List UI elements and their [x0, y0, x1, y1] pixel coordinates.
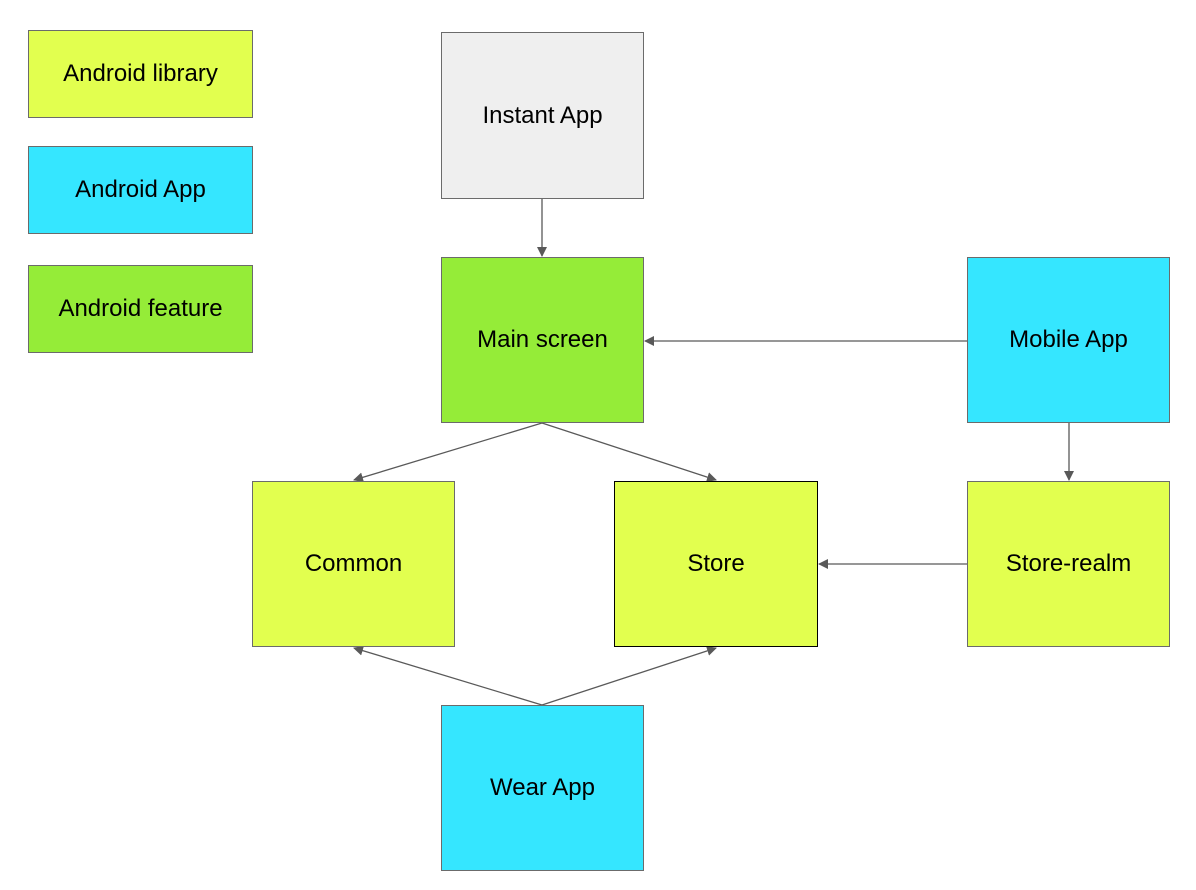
edge-wear-to-common — [353, 645, 543, 706]
node-mobile-app: Mobile App — [967, 257, 1170, 423]
node-label: Wear App — [490, 774, 595, 801]
legend-android-library: Android library — [28, 30, 253, 118]
node-instant-app: Instant App — [441, 32, 644, 199]
edge-main-to-store — [541, 422, 717, 482]
legend-label: Android App — [75, 176, 206, 203]
node-label: Common — [304, 550, 403, 577]
node-label: Store — [687, 550, 745, 577]
node-label: Store-realm — [1005, 550, 1132, 577]
legend-label: Android library — [63, 60, 218, 87]
node-common: Common — [252, 481, 455, 647]
node-label: Main screen — [477, 326, 608, 353]
legend-label: Android feature — [58, 295, 223, 322]
node-label: Instant App — [482, 101, 603, 129]
edge-wear-to-store — [541, 646, 717, 706]
edge-main-to-common — [353, 422, 543, 483]
legend-android-app: Android App — [28, 146, 253, 234]
node-store: Store — [614, 481, 818, 647]
node-label: Mobile App — [1009, 326, 1128, 353]
node-store-realm: Store-realm — [967, 481, 1170, 647]
legend-android-feature: Android feature — [28, 265, 253, 353]
node-main-screen: Main screen — [441, 257, 644, 423]
node-wear-app: Wear App — [441, 705, 644, 871]
